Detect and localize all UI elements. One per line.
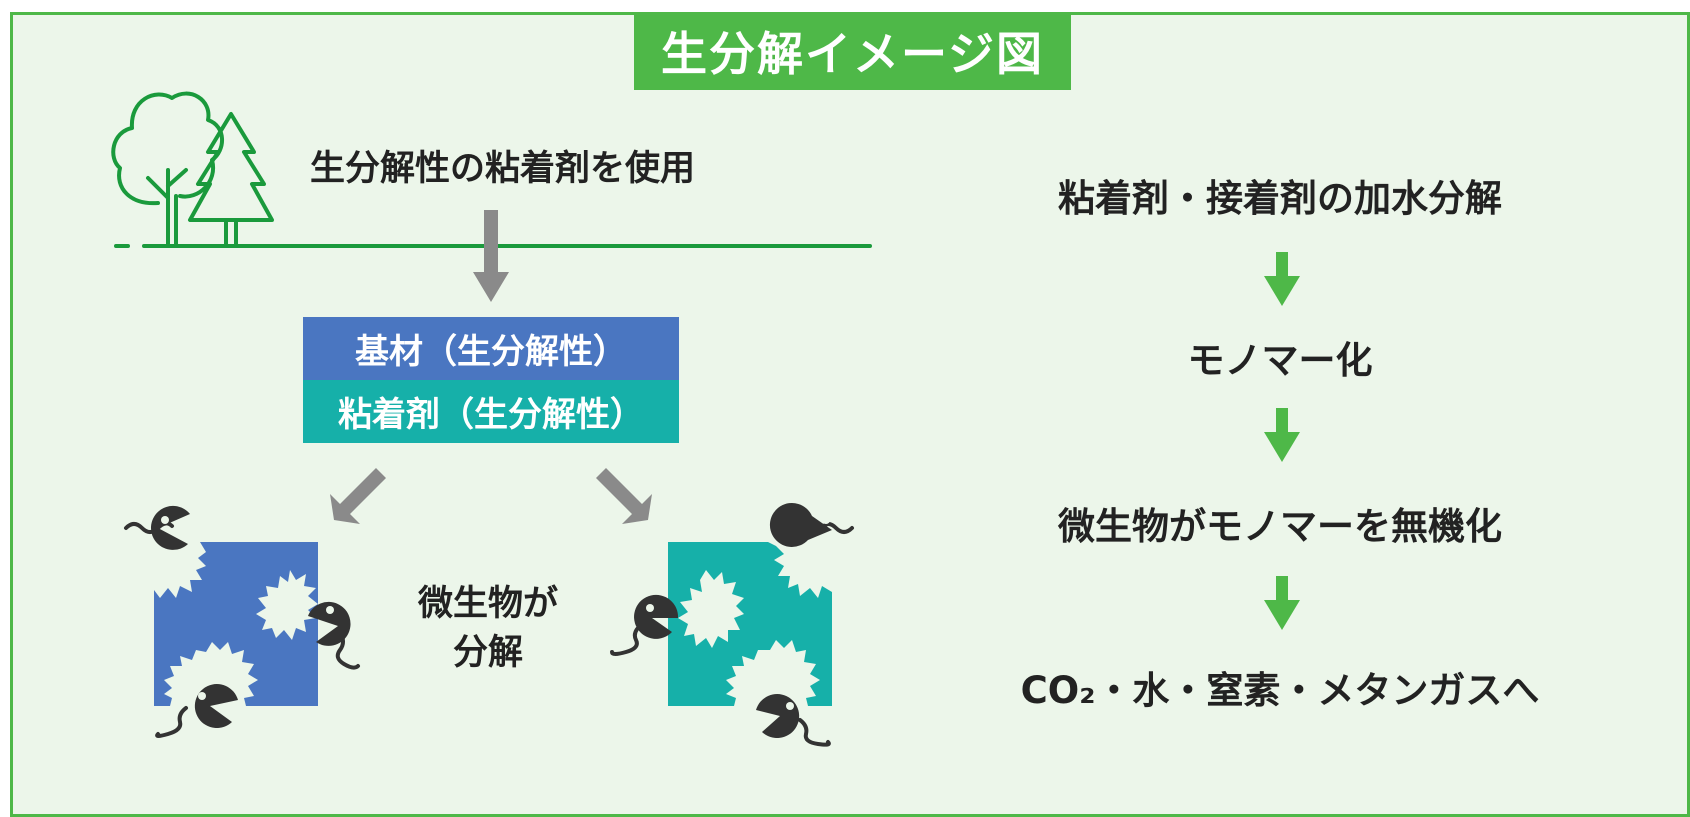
base-layer-label: 基材（生分解性） — [303, 317, 679, 380]
microbe-caption: 微生物が 分解 — [388, 580, 588, 678]
adhesive-layer-label: 粘着剤（生分解性） — [303, 380, 679, 443]
process-step-2: モノマー化 — [1187, 339, 1373, 382]
microbe-pacman-icon — [124, 505, 190, 550]
diagram-title: 生分解イメージ図 — [634, 12, 1071, 90]
step-arrow-3 — [1264, 576, 1300, 630]
bite-burst-icon — [164, 642, 258, 706]
process-step-1: 粘着剤・接着剤の加水分解 — [1058, 177, 1502, 220]
bite-burst-icon — [256, 570, 318, 640]
right-block — [668, 542, 832, 706]
process-step-3: 微生物がモノマーを無機化 — [1058, 505, 1502, 548]
left-block — [154, 542, 318, 706]
microbe-caption-line2: 分解 — [452, 633, 523, 673]
bite-burst-icon — [678, 570, 744, 648]
step-arrow-2 — [1264, 408, 1300, 462]
lead-text: 生分解性の粘着剤を使用 — [310, 149, 696, 189]
microbe-pacman-icon — [769, 502, 854, 547]
down-arrow — [473, 210, 509, 302]
bite-burst-icon — [726, 640, 820, 706]
microbe-pacman-icon — [610, 594, 679, 656]
bite-burst-icon — [154, 542, 206, 598]
microbe-caption-line1: 微生物が — [417, 584, 558, 624]
down-left-arrow — [330, 468, 386, 524]
step-arrow-1 — [1264, 252, 1300, 306]
down-right-arrow — [596, 468, 652, 524]
trees-icon — [111, 91, 872, 248]
process-step-4: CO₂・水・窒素・メタンガスへ — [1020, 669, 1540, 712]
microbe-pacman-icon — [155, 684, 238, 738]
microbe-pacman-icon — [308, 601, 360, 670]
microbe-pacman-icon — [756, 694, 831, 747]
bite-burst-icon — [768, 542, 832, 598]
